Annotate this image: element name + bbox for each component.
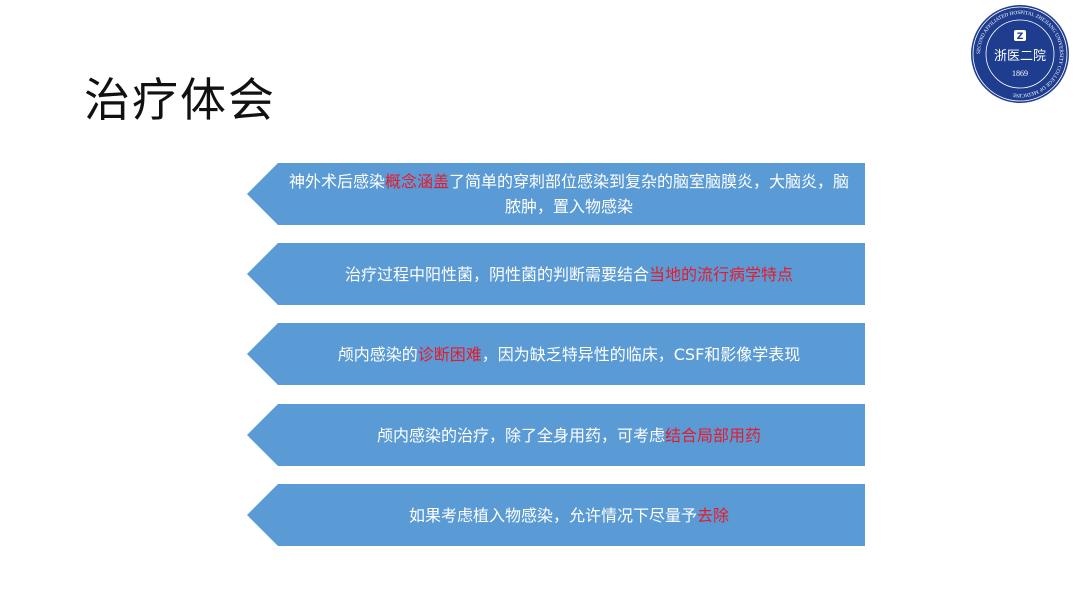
point-2: 治疗过程中阳性菌，阴性菌的判断需要结合当地的流行病学特点 [247, 243, 865, 305]
point-3: 颅内感染的诊断困难，因为缺乏特异性的临床，CSF和影像学表现 [247, 323, 865, 385]
point-4: 颅内感染的治疗，除了全身用药，可考虑结合局部用药 [247, 404, 865, 466]
point-5: 如果考虑植入物感染，允许情况下尽量予去除 [247, 484, 865, 546]
hospital-logo: SECOND AFFILIATED HOSPITAL ZHEJIANG UNIV… [971, 5, 1069, 103]
svg-text:浙医二院: 浙医二院 [994, 49, 1046, 64]
point-1: 神外术后感染概念涵盖了简单的穿刺部位感染到复杂的脑室脑膜炎，大脑炎，脑脓肿，置入… [247, 163, 865, 225]
svg-text:1869: 1869 [1012, 69, 1028, 78]
svg-text:Z: Z [1017, 32, 1024, 42]
slide-title: 治疗体会 [84, 73, 276, 127]
